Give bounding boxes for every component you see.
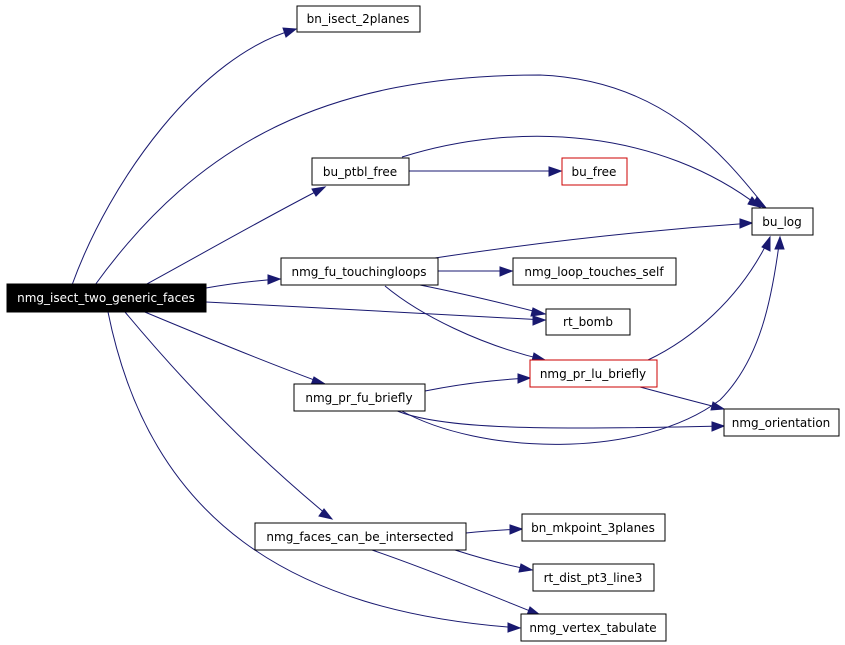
edge-root-to-nmg-fu-touchingloops: [205, 274, 282, 289]
node-rt-bomb[interactable]: rt_bomb: [545, 308, 631, 336]
node-label: bu_free: [572, 165, 617, 179]
edge-nmg-pr-lu-briefly-to-bu-log: [647, 235, 771, 361]
node-nmg-pr-lu-briefly[interactable]: nmg_pr_lu_briefly: [529, 359, 658, 388]
edge-root-to-bn-isect-2planes: [71, 27, 298, 286]
node-label: nmg_faces_can_be_intersected: [266, 530, 453, 544]
edge-nmg-pr-fu-briefly-to-nmg-orientation: [394, 409, 726, 432]
node-label: bn_isect_2planes: [307, 12, 410, 26]
edge-root-to-nmg-faces-can-be-intersected: [124, 311, 334, 520]
node-bu-log[interactable]: bu_log: [751, 207, 814, 236]
edge-nmg-faces-can-be-intersected-to-nmg-vertex-tabulate: [371, 549, 542, 616]
edge-nmg-faces-can-be-intersected-to-bn-mkpoint-3planes: [465, 524, 524, 535]
edge-bu-ptbl-free-to-bu-log: [401, 135, 762, 208]
edge-nmg-faces-can-be-intersected-to-rt-dist-pt3-line3: [454, 549, 534, 573]
edge-root-to-rt-bomb: [205, 301, 547, 326]
edge-nmg-pr-lu-briefly-to-nmg-orientation: [639, 386, 726, 411]
node-label: nmg_fu_touchingloops: [291, 265, 426, 279]
node-label: bu_log: [762, 215, 802, 229]
edge-bu-ptbl-free-to-bu-free: [409, 166, 563, 177]
node-nmg-isect-two-generic-faces[interactable]: nmg_isect_two_generic_faces: [6, 283, 207, 313]
edge-nmg-fu-touchingloops-to-nmg-loop-touches-self: [438, 266, 514, 277]
node-nmg-orientation[interactable]: nmg_orientation: [723, 408, 840, 437]
node-label: nmg_isect_two_generic_faces: [17, 291, 195, 305]
node-nmg-pr-fu-briefly[interactable]: nmg_pr_fu_briefly: [293, 383, 426, 412]
edge-root-to-bu-log: [94, 74, 768, 286]
node-nmg-loop-touches-self[interactable]: nmg_loop_touches_self: [512, 257, 677, 286]
node-nmg-fu-touchingloops[interactable]: nmg_fu_touchingloops: [280, 257, 439, 286]
node-label: nmg_orientation: [732, 416, 831, 430]
node-rt-dist-pt3-line3[interactable]: rt_dist_pt3_line3: [532, 563, 655, 592]
node-label: nmg_vertex_tabulate: [529, 621, 656, 635]
edge-nmg-pr-fu-briefly-to-nmg-pr-lu-briefly: [424, 373, 532, 392]
node-bu-ptbl-free[interactable]: bu_ptbl_free: [311, 157, 410, 186]
node-bn-mkpoint-3planes[interactable]: bn_mkpoint_3planes: [521, 513, 666, 542]
edge-root-to-nmg-pr-fu-briefly: [139, 309, 327, 386]
node-label: nmg_pr_fu_briefly: [305, 391, 412, 405]
node-label: rt_dist_pt3_line3: [544, 571, 643, 585]
node-nmg-faces-can-be-intersected[interactable]: nmg_faces_can_be_intersected: [254, 522, 467, 551]
edge-root-to-nmg-vertex-tabulate: [107, 311, 522, 633]
edge-nmg-fu-touchingloops-to-rt-bomb: [419, 284, 547, 317]
node-label: bn_mkpoint_3planes: [531, 521, 655, 535]
edge-nmg-pr-fu-briefly-to-bu-log: [399, 235, 785, 445]
edge-nmg-fu-touchingloops-to-bu-log: [434, 218, 754, 259]
node-nmg-vertex-tabulate[interactable]: nmg_vertex_tabulate: [520, 613, 667, 642]
node-label: bu_ptbl_free: [323, 165, 397, 179]
edge-root-to-bu-ptbl-free: [144, 186, 327, 286]
node-label: nmg_loop_touches_self: [524, 265, 664, 279]
node-bu-free[interactable]: bu_free: [561, 157, 628, 186]
node-label: nmg_pr_lu_briefly: [540, 367, 646, 381]
node-bn-isect-2planes[interactable]: bn_isect_2planes: [296, 5, 421, 33]
node-label: rt_bomb: [563, 315, 613, 329]
edge-nmg-fu-touchingloops-to-nmg-pr-lu-briefly: [384, 285, 547, 362]
